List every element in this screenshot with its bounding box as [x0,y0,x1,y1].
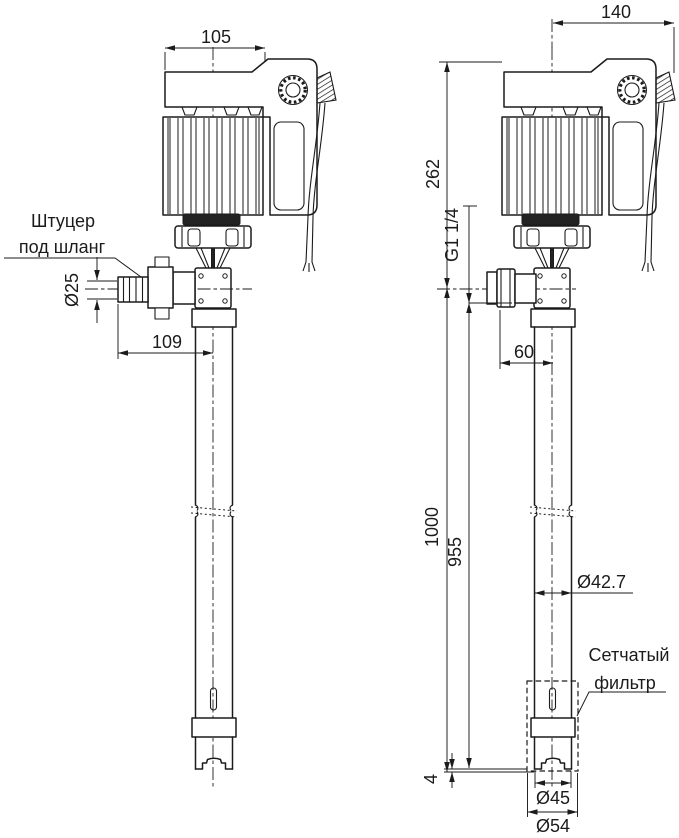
dim-60: 60 [499,310,553,369]
dim-4-text: 4 [421,774,441,784]
mesh-filter-box [526,680,579,772]
front-view: 105 Ø25 109 Штуцер под шланг [4,27,338,790]
label-hose-fitting: Штуцер под шланг [4,211,142,278]
dim-109-text: 109 [152,332,182,352]
label-mesh-filter: Сетчатый фильтр [576,645,670,717]
mesh-filter-leader [576,691,666,717]
dim-thread-g114: G1 1/4 [442,205,512,304]
hose-barb [117,276,149,303]
hose-fitting-label-line1: Штуцер [31,211,95,231]
dim-1000-text: 1000 [422,507,442,547]
hose-fitting-label-line2: под шланг [19,237,106,257]
dim-42-7-text: Ø42.7 [577,572,626,592]
hose-outlet-assembly [117,256,196,320]
dim-105-text: 105 [201,27,231,47]
outlet-hex-body [147,266,174,309]
dim-diameter-25: Ø25 [62,257,117,323]
mesh-filter-label-line2: фильтр [594,673,656,693]
dim-45-text: Ø45 [536,788,570,808]
dim-140-text: 140 [601,2,631,22]
dim-955-text: 955 [445,537,465,567]
dim-diameter-45: Ø45 [534,771,572,808]
dim-4: 4 [421,753,534,788]
dim-thread-text: G1 1/4 [442,208,462,262]
dim-109: 109 [117,304,213,359]
mesh-filter-label-line1: Сетчатый [589,645,670,665]
dim-60-text: 60 [514,342,534,362]
dim-955: 955 [445,303,472,768]
dim-262: 262 [423,61,502,288]
dim-140: 140 [553,2,675,73]
outlet-stub [486,268,537,308]
side-view: 140 262 G1 1/4 60 1000 955 [421,2,677,836]
dim-diameter-42-7: Ø42.7 [534,572,633,596]
hose-fitting-leader [4,257,142,278]
dim-54-text: Ø54 [536,816,570,836]
outlet-neck [172,271,196,305]
dim-1000: 1000 [422,288,450,772]
dim-diameter-54: Ø54 [527,773,578,836]
dim-105: 105 [164,27,266,70]
dim-25-text: Ø25 [62,273,82,307]
dim-262-text: 262 [423,159,443,189]
